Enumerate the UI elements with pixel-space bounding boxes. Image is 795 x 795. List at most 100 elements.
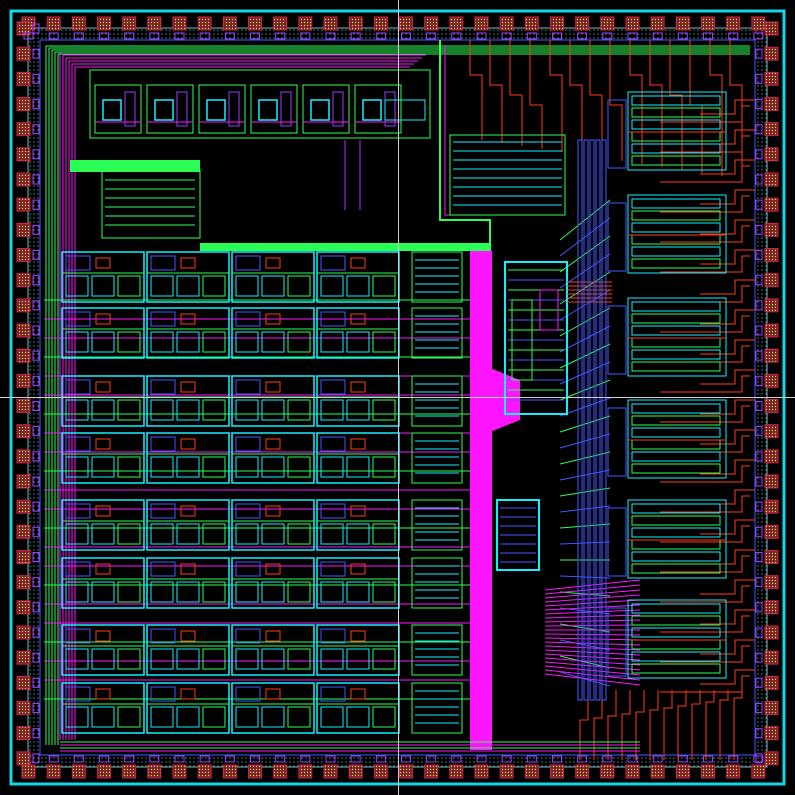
array-cell <box>316 375 400 427</box>
fanout-bottom-magenta <box>544 594 641 603</box>
fanout-bottom-magenta <box>544 619 641 623</box>
route-red-right <box>700 249 755 265</box>
bank-row <box>631 427 721 438</box>
route-ring-green <box>57 53 750 745</box>
array-cell-via <box>95 438 111 450</box>
array-cell-sub <box>202 523 226 545</box>
pad-bottom <box>575 764 590 779</box>
pad-left <box>16 550 31 564</box>
array-cell-sub <box>320 686 346 702</box>
pad-via-top <box>73 32 84 40</box>
array-cell-sub <box>287 706 311 728</box>
route-red-right-2 <box>660 465 750 483</box>
pad-via-top <box>602 32 613 40</box>
pad-left <box>16 701 31 715</box>
pad-via-bottom <box>73 755 84 763</box>
pad-bottom <box>399 764 413 779</box>
bank-column-line <box>577 139 583 701</box>
pad-via-left <box>32 753 40 764</box>
pad-right <box>764 575 779 590</box>
upper-mid-block <box>449 134 566 216</box>
array-cell <box>146 557 230 609</box>
array-cell-sub <box>150 628 176 644</box>
bank-row <box>631 313 721 324</box>
pad-top <box>373 16 388 31</box>
pad-via-top <box>426 32 437 40</box>
pad-via-right <box>755 476 763 487</box>
route-red-right-2 <box>660 255 750 273</box>
array-cell-sub <box>320 706 344 728</box>
array-cell-sub <box>176 648 200 670</box>
array-cell-sub <box>235 706 259 728</box>
pad-right <box>764 550 779 564</box>
array-cell <box>316 432 400 484</box>
pad-left <box>16 625 31 640</box>
route-red-right <box>700 159 755 175</box>
pad-via-top <box>753 32 764 40</box>
pad-via-bottom <box>401 755 411 763</box>
route-red-right <box>700 669 755 685</box>
route-ring-green <box>51 49 750 745</box>
pad-right <box>764 499 779 514</box>
route-red-right-2 <box>660 315 750 333</box>
array-cell-sub <box>261 456 285 478</box>
pad-right <box>764 21 779 36</box>
array-cell-sub <box>65 503 91 519</box>
pad-via-bottom <box>501 755 512 763</box>
array-cell <box>61 307 145 359</box>
bank-row <box>631 301 721 312</box>
array-cell-sub <box>320 648 344 670</box>
strip-cell <box>94 84 142 134</box>
route-red-bottom <box>593 690 603 760</box>
array-cell-sub <box>372 331 396 353</box>
pad-right <box>764 273 779 288</box>
pad-bottom <box>524 764 539 779</box>
array-cell-sub <box>320 456 344 478</box>
pad-via-bottom <box>124 755 135 763</box>
pad-via-top <box>300 32 311 40</box>
pad-via-right <box>755 728 763 739</box>
pad-left <box>16 298 31 313</box>
pad-via-top <box>250 32 260 40</box>
route-red-right-2 <box>660 105 750 123</box>
power-spine-branch <box>470 360 520 440</box>
array-cell-via <box>180 630 196 642</box>
array-cell-sub <box>150 686 176 702</box>
fanout-bottom-magenta <box>544 609 641 615</box>
pad-left <box>16 449 31 464</box>
pad-bottom <box>97 764 111 779</box>
pad-top <box>701 16 715 31</box>
array-cell <box>231 624 315 676</box>
pad-right <box>764 71 779 86</box>
array-cell <box>146 432 230 484</box>
array-cell-sub <box>65 686 91 702</box>
pad-via-right <box>755 602 763 613</box>
array-cell-sub <box>372 706 396 728</box>
pad-via-left <box>32 728 40 739</box>
fanout-bottom-magenta <box>544 604 641 611</box>
array-cell-sub <box>320 311 346 327</box>
route-red-right-2 <box>660 525 750 543</box>
pad-via-right <box>755 48 763 59</box>
array-cell <box>61 432 145 484</box>
array-cell-sub <box>320 523 344 545</box>
array-cell <box>231 499 315 551</box>
pad-via-right <box>755 124 763 135</box>
route-red-bottom <box>579 690 589 760</box>
route-red-bottom <box>663 690 673 760</box>
pad-top <box>650 16 665 31</box>
strip-cell <box>146 84 194 134</box>
pad-bottom <box>701 764 715 779</box>
bank-row <box>631 155 721 166</box>
array-cell-sub <box>261 648 285 670</box>
pad-via-right <box>755 627 763 638</box>
pad-top <box>600 16 615 31</box>
pad-via-top <box>677 32 688 40</box>
pad-right <box>764 726 779 741</box>
pad-via-right <box>755 224 763 235</box>
array-cell-sub <box>65 706 89 728</box>
array-cell-sub <box>150 706 174 728</box>
array-cell <box>146 375 230 427</box>
array-cell-via <box>265 313 281 325</box>
